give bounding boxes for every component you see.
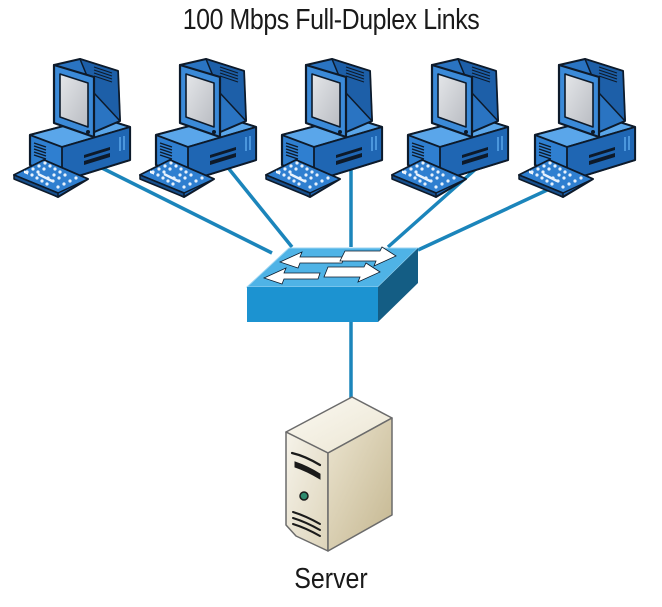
server[interactable] — [285, 396, 393, 552]
computer-2[interactable] — [138, 57, 258, 199]
server-power-led — [299, 491, 309, 501]
diagram-title: 100 Mbps Full-Duplex Links — [182, 4, 480, 36]
server-icon — [290, 451, 322, 537]
switch[interactable] — [245, 246, 420, 322]
server-label: Server — [294, 563, 368, 595]
computer-3[interactable] — [264, 57, 384, 199]
link-computer-1 — [97, 164, 273, 255]
computer-5[interactable] — [517, 57, 637, 199]
link-computer-2 — [223, 162, 294, 249]
computer-4[interactable] — [390, 57, 510, 199]
computer-1[interactable] — [12, 57, 132, 199]
switch-arrows-icon — [262, 246, 397, 285]
